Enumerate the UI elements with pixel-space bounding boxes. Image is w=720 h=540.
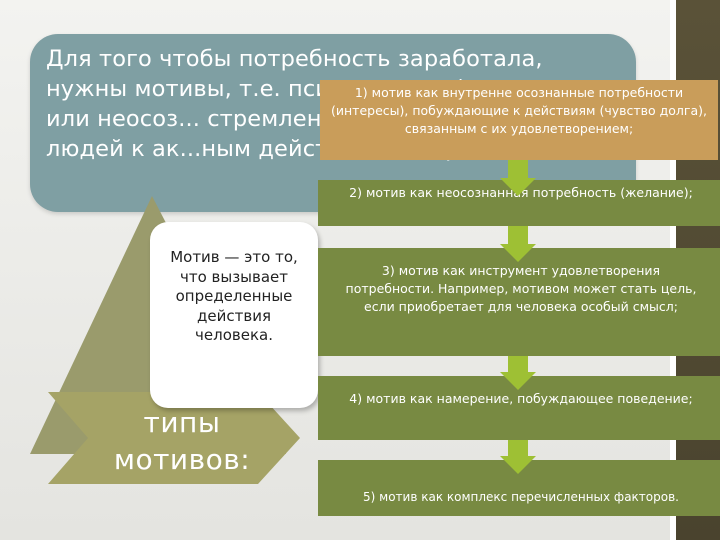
step-5-box: 5) мотив как комплекс перечисленных факт… [318,460,720,516]
definition-text: Мотив — это то, что вызывает определенны… [170,248,298,344]
step-4-box: 4) мотив как намерение, побуждающее пове… [318,376,720,440]
step-1-box: 1) мотив как внутренне осознанные потреб… [320,80,718,160]
types-chevron [48,392,300,484]
definition-box [150,222,318,408]
types-label: типы мотивов: [113,406,251,476]
step-2-box: 2) мотив как неосознанная потребность (ж… [318,180,720,226]
step-3-box: 3) мотив как инструмент удовлетворения п… [318,248,720,356]
